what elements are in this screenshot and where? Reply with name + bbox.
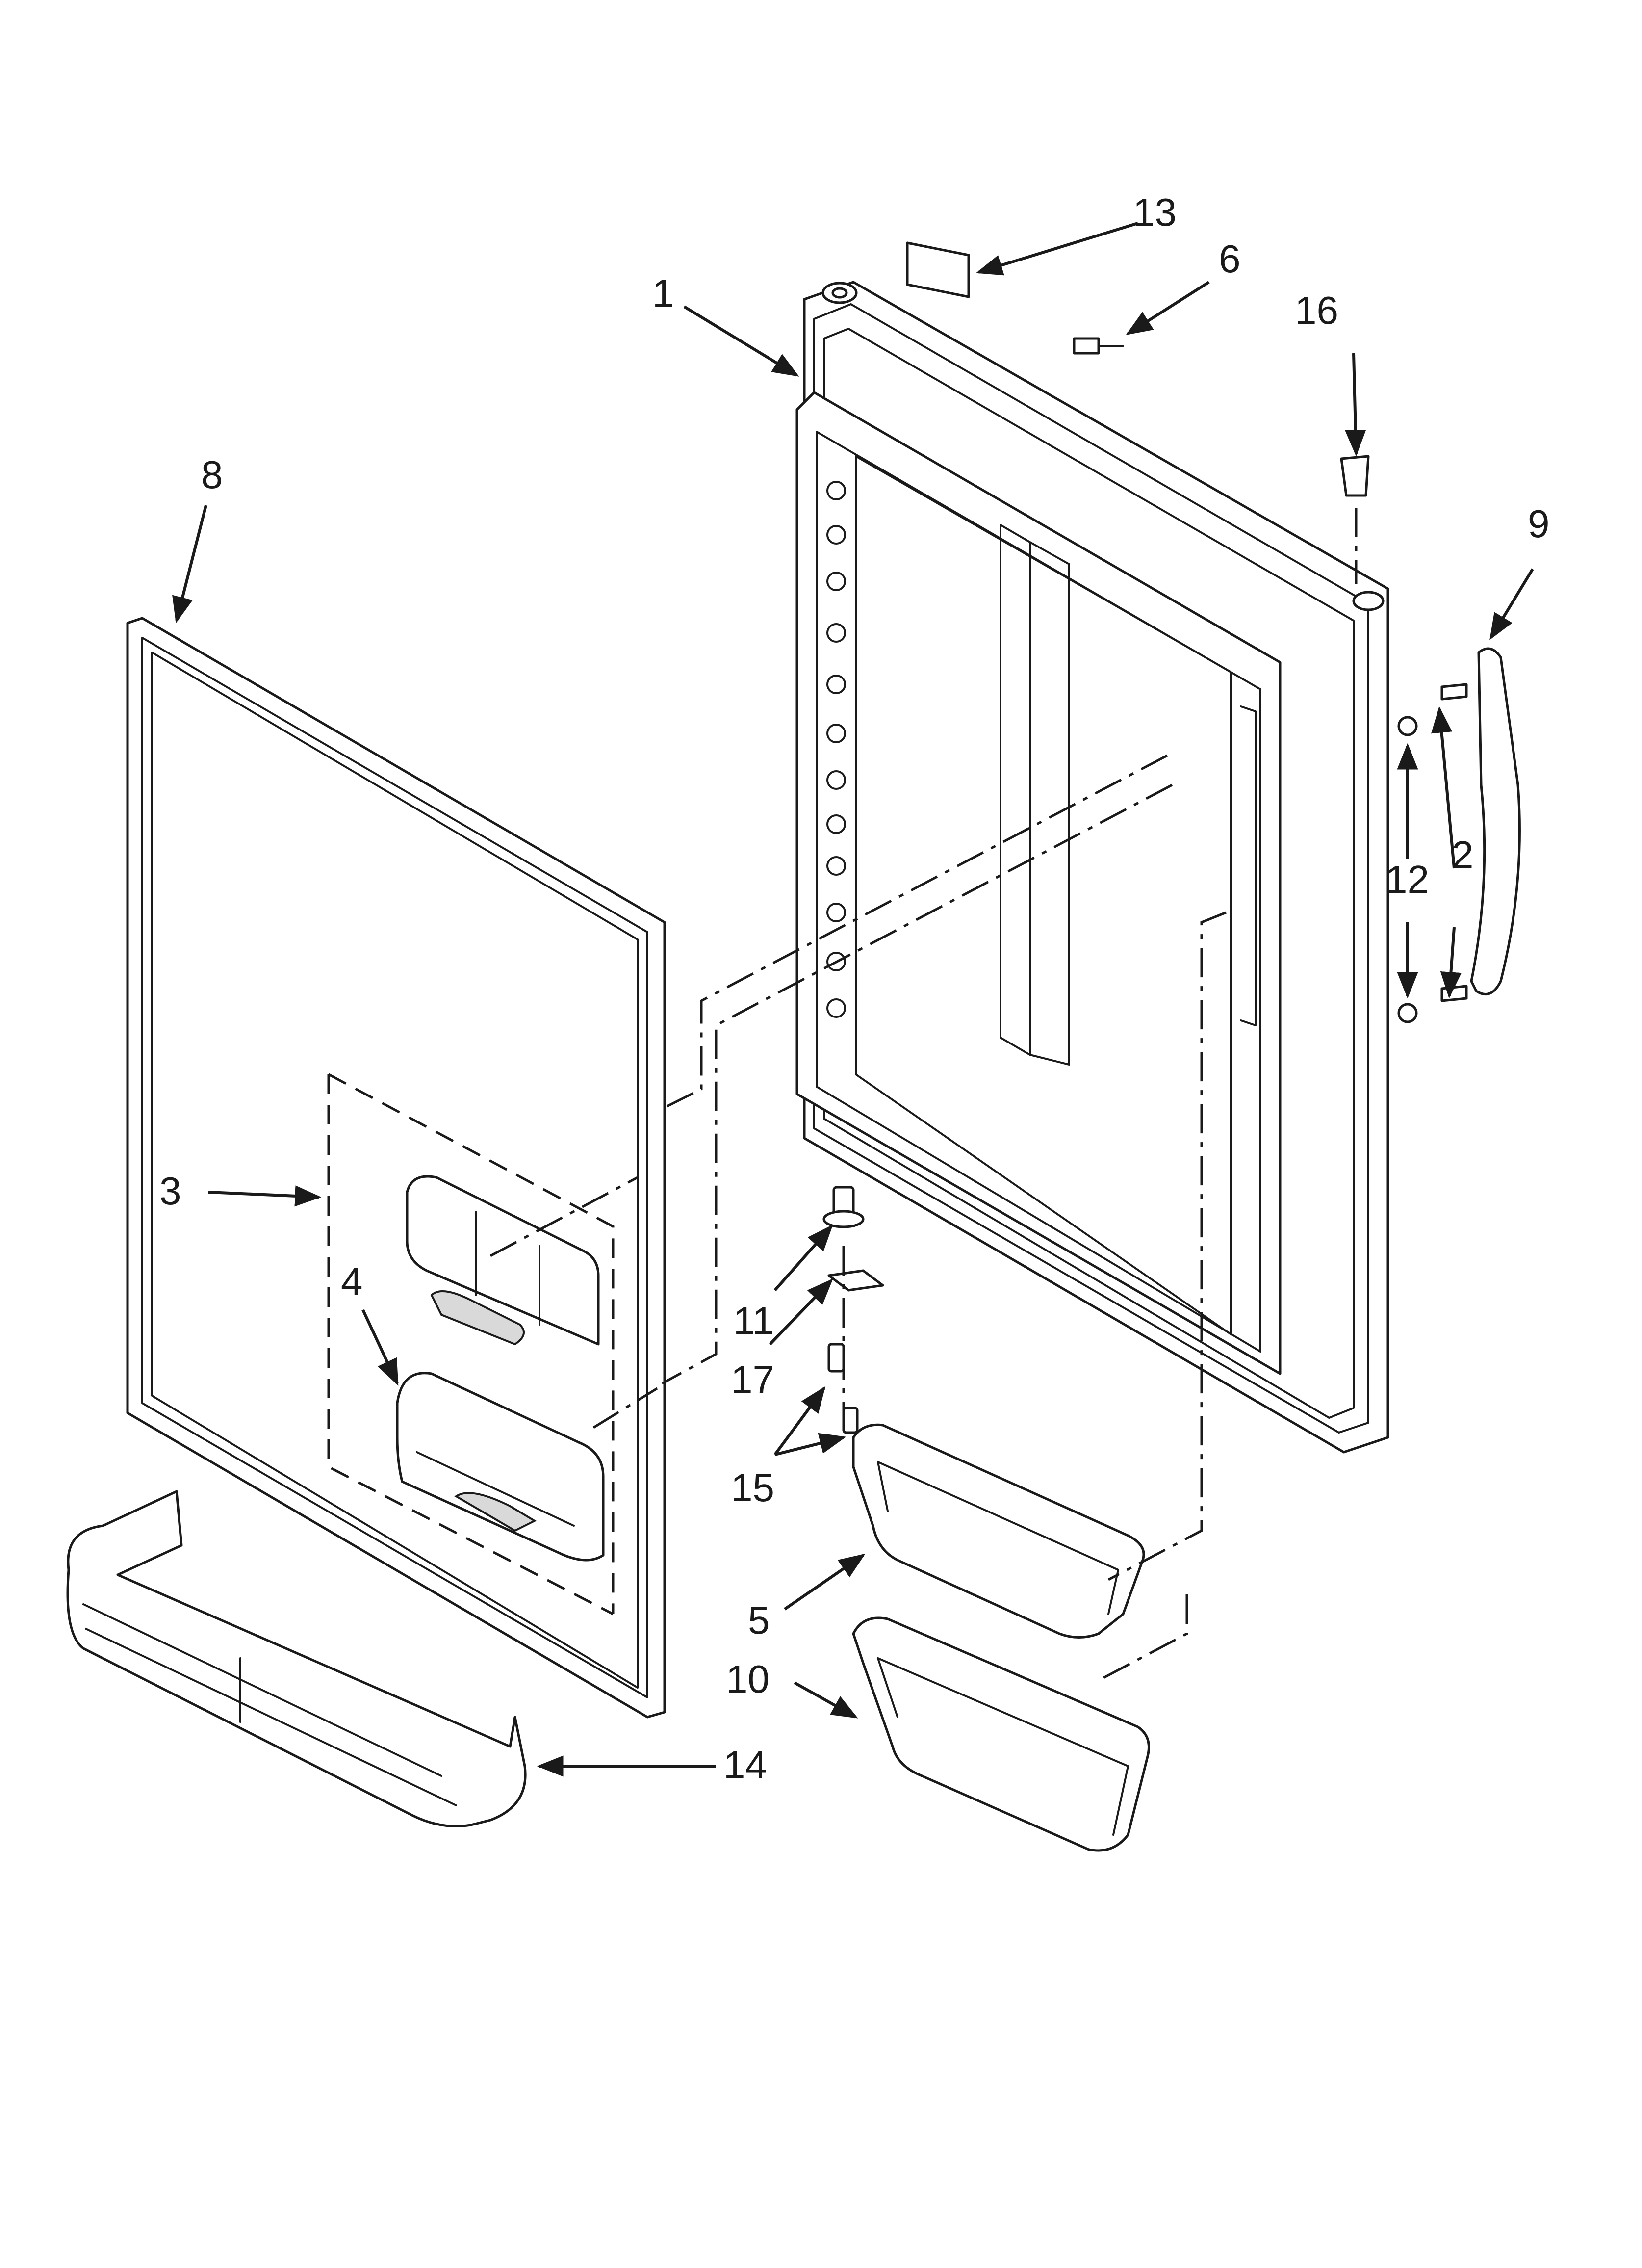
assembly-lines (489, 508, 1358, 1679)
callout-16: 16 (1295, 288, 1338, 332)
ice-bucket-lid-part (406, 1175, 600, 1346)
lower-door-bin-part (66, 1490, 527, 1827)
door-bin-upper-part (852, 1423, 1145, 1639)
plug-part (1340, 455, 1370, 497)
handle-part (1470, 647, 1521, 996)
dispenser-assembly-outline (327, 1073, 615, 1616)
callout-5: 5 (748, 1598, 770, 1642)
callout-8: 8 (201, 453, 223, 496)
door-liner-part (795, 281, 1389, 1454)
callout-4: 4 (341, 1260, 363, 1303)
callout-labels: 13 6 1 16 8 9 12 2 3 4 11 17 15 5 10 14 (159, 190, 1550, 1787)
callout-6: 6 (1219, 237, 1241, 281)
callout-9: 9 (1528, 502, 1550, 546)
shelf-clip-row (826, 481, 846, 1018)
hinge-plate-part (827, 1269, 884, 1292)
label-part (906, 241, 970, 298)
ice-bucket-part (396, 1372, 605, 1562)
callout-13: 12 (1385, 858, 1429, 901)
door-bin-lower-part (852, 1616, 1150, 1852)
callout-12: 13 (1133, 190, 1177, 234)
callout-15: 15 (731, 1466, 774, 1510)
callout-11: 11 (733, 1299, 774, 1343)
hinge-part (822, 1186, 865, 1228)
door-stop-screw-part (1073, 337, 1124, 355)
callout-1: 1 (652, 271, 674, 315)
callout-17: 17 (731, 1358, 774, 1402)
callout-3: 3 (159, 1169, 181, 1213)
callout-14: 14 (723, 1743, 767, 1787)
screw-parts (827, 1343, 859, 1434)
callout-2: 2 (1452, 833, 1474, 877)
callout-10-label: 10 (726, 1657, 770, 1701)
leader-arrows (172, 222, 1534, 1777)
